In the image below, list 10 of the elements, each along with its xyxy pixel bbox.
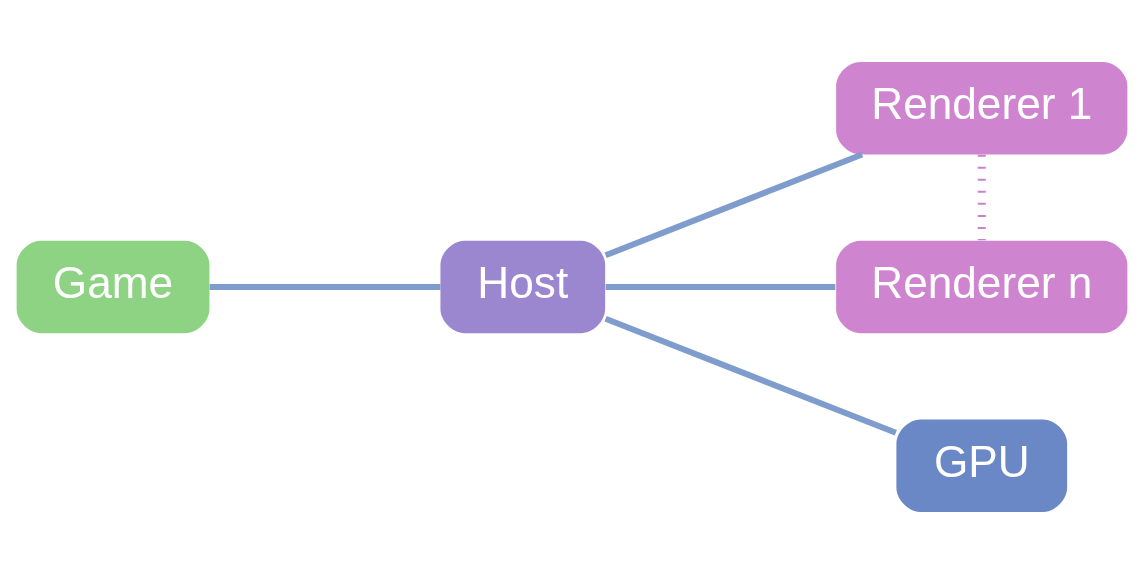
node-box: Renderer n: [836, 240, 1128, 333]
connector: [209, 283, 441, 290]
connector: [604, 151, 864, 258]
node-box: Game: [16, 240, 210, 333]
node-box: GPU: [896, 419, 1068, 512]
node-box: Renderer 1: [836, 61, 1128, 154]
connector: [605, 283, 836, 290]
connector: [977, 154, 986, 240]
connector: [604, 315, 897, 436]
node-box: Host: [440, 240, 606, 333]
